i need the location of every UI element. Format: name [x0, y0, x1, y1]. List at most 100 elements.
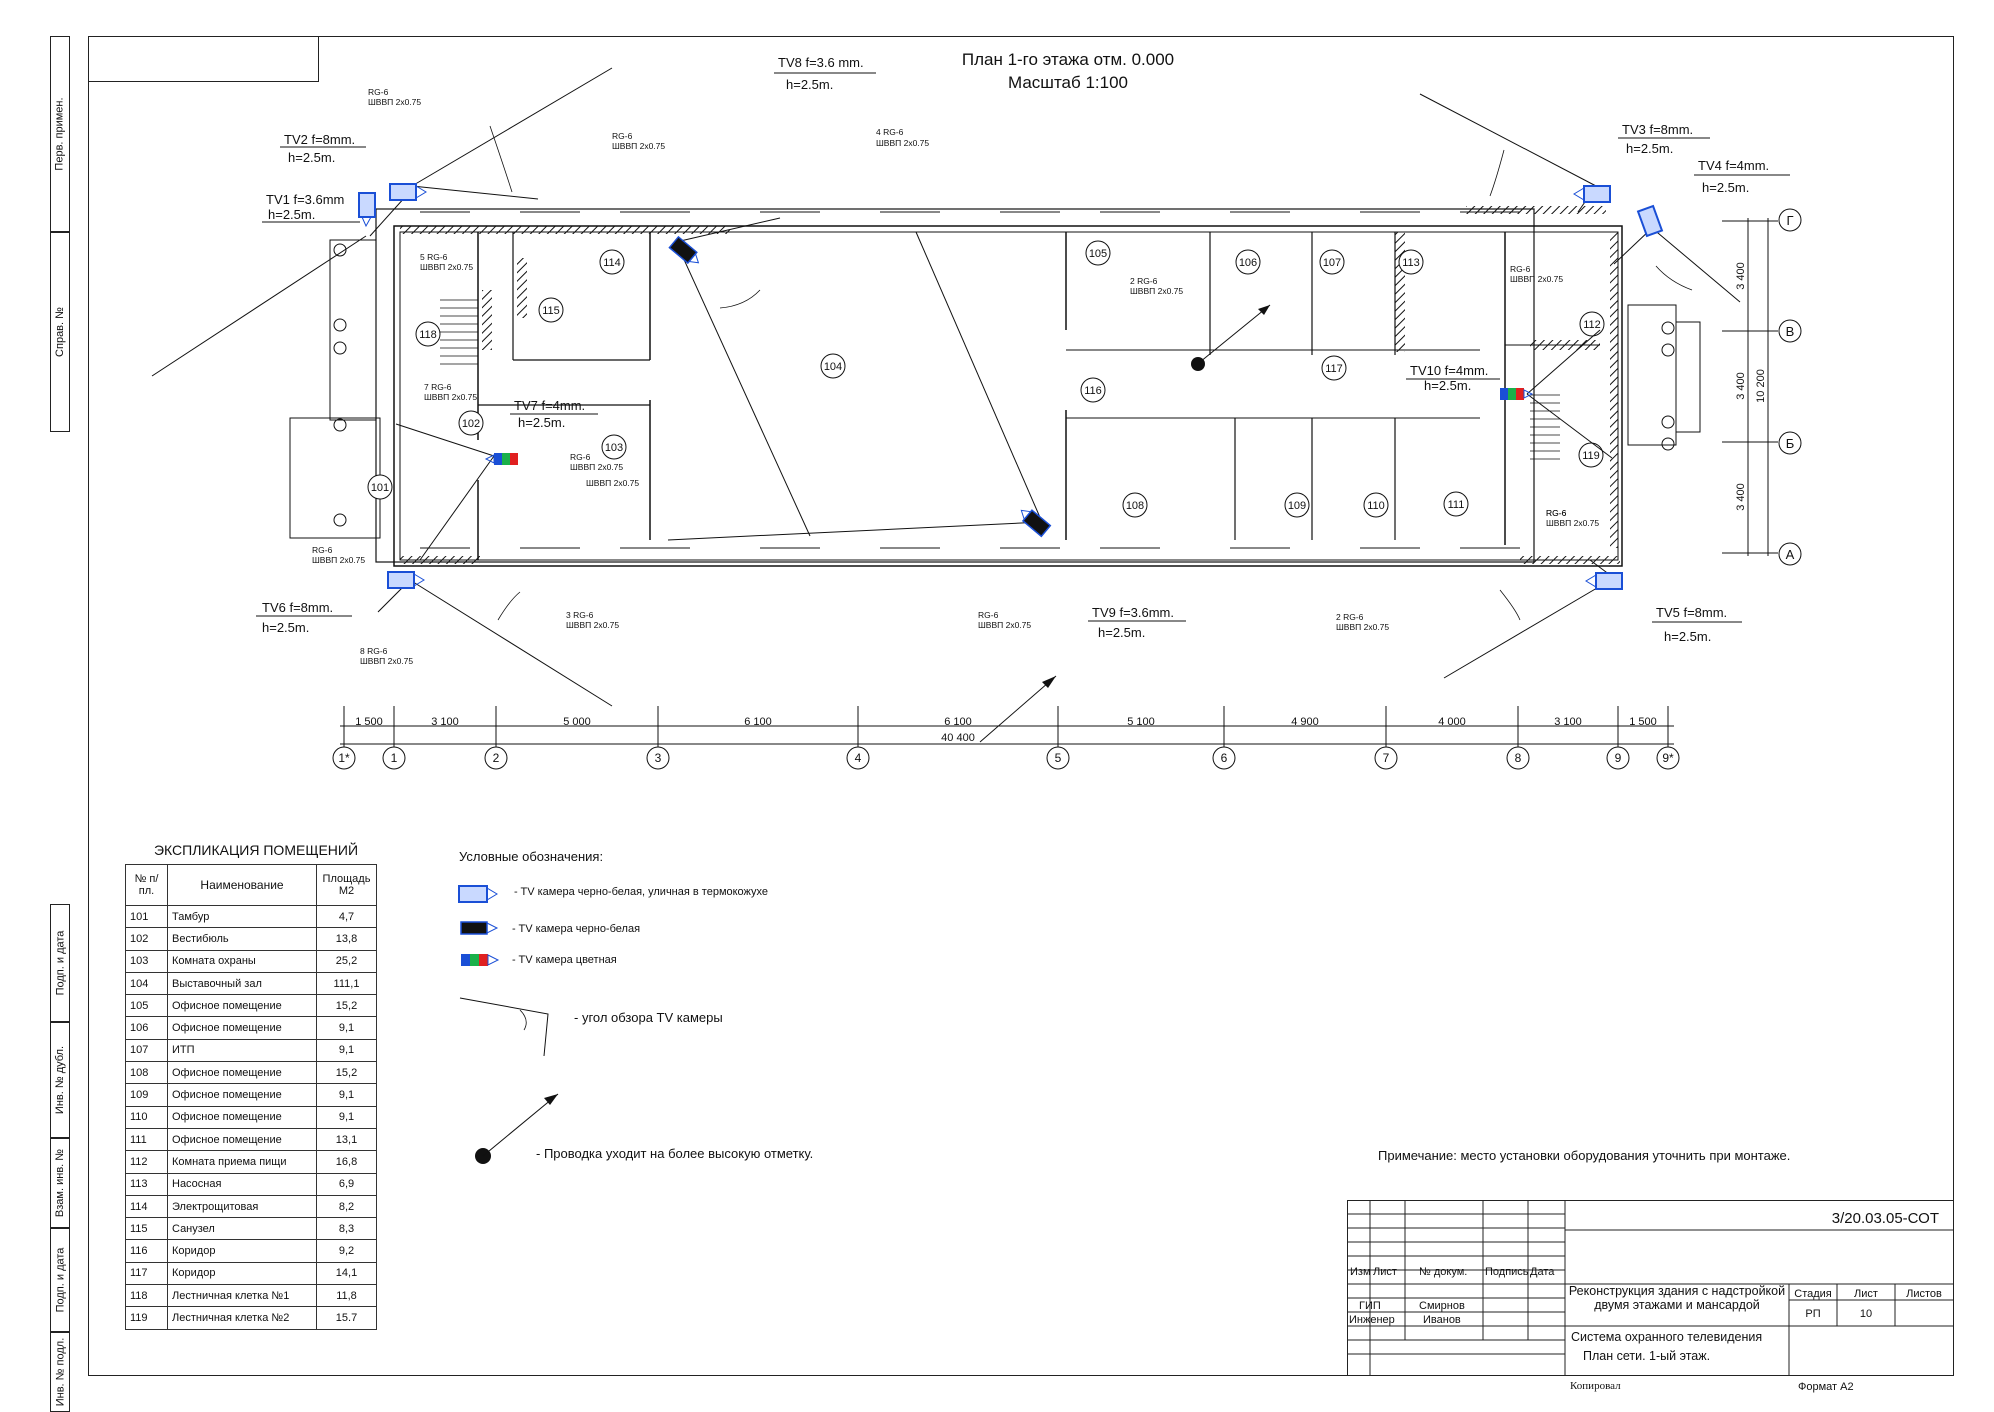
- room-area: 13,1: [316, 1127, 377, 1152]
- room-area: 4,7: [316, 904, 377, 929]
- tv8-height: h=2.5m.: [786, 77, 833, 92]
- room-area: 6,9: [316, 1172, 377, 1196]
- dim-total: 40 400: [941, 732, 975, 744]
- tv3-name: TV3 f=8mm.: [1622, 122, 1693, 137]
- room-name: Насосная: [167, 1172, 317, 1196]
- sidebar-cell-vzam: Взам. инв. №: [50, 1138, 70, 1228]
- tv5-height: h=2.5m.: [1664, 629, 1711, 644]
- dim-vertical: 3 400: [1735, 262, 1747, 290]
- room-num: 109: [125, 1083, 168, 1107]
- dim-seg: 6 100: [744, 716, 772, 728]
- dim-seg: 6 100: [944, 716, 972, 728]
- dimension-texts: 1 500 3 100 5 000 6 100 6 100 5 100 4 90…: [355, 716, 1657, 744]
- room-name: Коридор: [167, 1261, 317, 1286]
- stairs-119: [1530, 394, 1560, 460]
- tv7-height: h=2.5m.: [518, 415, 565, 430]
- axis-label: 1*: [338, 751, 350, 765]
- sidebar-cell-inv-dubl: Инв. № дубл.: [50, 1022, 70, 1138]
- camera-labels: TV1 f=3.6mm h=2.5m. TV2 f=8mm. h=2.5m. T…: [256, 55, 1790, 644]
- room-name: Офисное помещение: [167, 1105, 317, 1129]
- row-label: Г: [1786, 213, 1793, 228]
- cable-label-a: RG-6: [312, 545, 333, 555]
- camera-tv2-icon: [389, 183, 427, 201]
- sidebar-cell-podp2: Подп. и дата: [50, 1228, 70, 1332]
- room-number: 107: [1323, 257, 1341, 269]
- room-label: 105: [1085, 240, 1111, 266]
- room-number: 116: [1084, 385, 1102, 397]
- cable-label-a: RG-6: [1546, 508, 1567, 518]
- sidebar-cell-perv: Перв. примен.: [50, 36, 70, 232]
- camera-tv10-icon: [1500, 388, 1534, 400]
- view-angle-arcs: [489, 125, 1693, 621]
- dim-seg: 1 500: [1629, 716, 1657, 728]
- room-num: 105: [125, 994, 168, 1018]
- tv4-height: h=2.5m.: [1702, 180, 1749, 195]
- cable-label-a: RG-6: [978, 610, 999, 620]
- room-area: 16,8: [316, 1150, 377, 1174]
- room-area: 13,8: [316, 927, 377, 951]
- cable-label-a: RG-6: [570, 452, 591, 462]
- room-name: Санузел: [167, 1217, 317, 1241]
- stamp-header: Подпись: [1485, 1266, 1529, 1278]
- tv3-height: h=2.5m.: [1626, 141, 1673, 156]
- cable-label-a: 3 RG-6: [566, 610, 594, 620]
- tv8-name: TV8 f=3.6 mm.: [778, 55, 864, 70]
- dim-seg: 5 000: [563, 716, 591, 728]
- room-name: Тамбур: [167, 904, 317, 929]
- room-name: Лестничная клетка №2: [167, 1306, 317, 1330]
- room-name: Офисное помещение: [167, 1127, 317, 1152]
- room-label: 106: [1235, 249, 1261, 275]
- room-area: 15,2: [316, 1061, 377, 1085]
- room-num: 103: [125, 949, 168, 973]
- legend-title: Условные обозначения:: [459, 849, 604, 864]
- tv9-height: h=2.5m.: [1098, 625, 1145, 640]
- room-area: 11,8: [316, 1284, 377, 1308]
- stamp-header: Изм: [1350, 1266, 1371, 1278]
- axis-label: 1: [391, 751, 398, 765]
- cable-label-b: ШВВП 2х0.75: [360, 656, 413, 666]
- room-label: 103: [601, 434, 627, 460]
- room-name: Офисное помещение: [167, 994, 317, 1018]
- drawing-frame: [88, 36, 1954, 1376]
- axis-label: 8: [1515, 751, 1522, 765]
- room-name: Комната приема пищи: [167, 1150, 317, 1174]
- room-name: Вестибюль: [167, 927, 317, 951]
- sheet-title-1: Система охранного телевидения: [1571, 1330, 1762, 1344]
- legend-item: - TV камера черно-белая, уличная в термо…: [514, 886, 769, 898]
- room-number: 110: [1367, 500, 1385, 512]
- tv2-name: TV2 f=8mm.: [284, 132, 355, 147]
- riser-arrow-icon: [1258, 305, 1270, 315]
- axis-label: 2: [493, 751, 500, 765]
- room-area: 9,1: [316, 1038, 377, 1063]
- room-label: 109: [1284, 492, 1310, 518]
- room-label: 111: [1443, 491, 1469, 517]
- axis-label: 6: [1221, 751, 1228, 765]
- building-walls: [375, 208, 1623, 567]
- camera-tv1-icon: [358, 192, 376, 228]
- stamp-role: Инженер: [1349, 1314, 1395, 1326]
- room-area: 14,1: [316, 1261, 377, 1286]
- format-label: Формат А2: [1798, 1381, 1854, 1393]
- header-name: Наименование: [167, 864, 317, 906]
- header-num: № п/пл.: [125, 864, 168, 906]
- vertical-dim-texts: 3 400 3 400 3 400 10 200: [1735, 262, 1767, 511]
- room-area: 25,2: [316, 949, 377, 973]
- installation-note: Примечание: место установки оборудования…: [1378, 1148, 1791, 1163]
- axis-label: 9*: [1662, 751, 1674, 765]
- room-name: Офисное помещение: [167, 1016, 317, 1040]
- cable-label-a: RG-6: [612, 131, 633, 141]
- cable-label-a: 2 RG-6: [1336, 612, 1364, 622]
- plan-scale: Масштаб 1:100: [1008, 73, 1128, 92]
- cable-label-b: ШВВП 2х0.75: [566, 620, 619, 630]
- stamp-header: Лист: [1373, 1266, 1397, 1278]
- room-num: 111: [125, 1127, 168, 1152]
- wall-hatching: [400, 206, 1620, 564]
- room-label: 116: [1080, 377, 1106, 403]
- dim-seg: 3 100: [431, 716, 459, 728]
